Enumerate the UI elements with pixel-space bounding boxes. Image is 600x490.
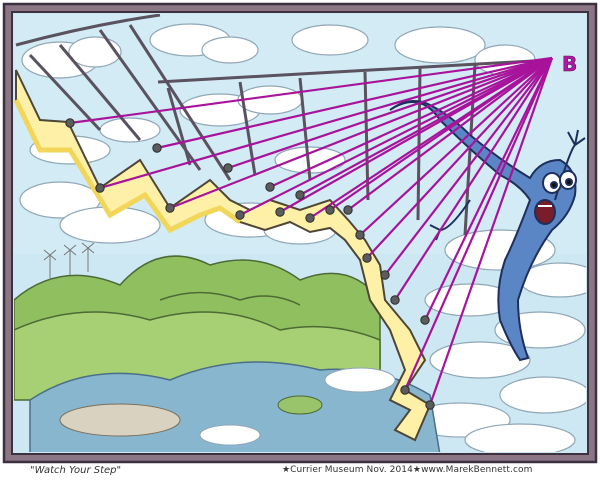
wind-turbines	[43, 242, 95, 280]
ray-line	[394, 57, 553, 301]
stair-point	[152, 143, 162, 153]
stair-point	[343, 205, 353, 215]
ray-line	[359, 57, 553, 236]
stair-point	[400, 385, 410, 395]
stair-point	[165, 203, 175, 213]
stair-point	[425, 400, 435, 410]
ray-line	[424, 57, 553, 321]
stair-point	[275, 207, 285, 217]
ray-line	[384, 57, 553, 276]
ray-line	[299, 57, 553, 196]
ray-line	[329, 57, 553, 211]
ray-line	[69, 56, 553, 125]
stair-point	[325, 205, 335, 215]
staircase	[14, 69, 432, 442]
ray-line	[99, 56, 553, 190]
ray-line	[347, 57, 553, 211]
ray-line	[269, 56, 553, 189]
stair-point	[235, 210, 245, 220]
stair-point	[380, 270, 390, 280]
ray-line	[428, 57, 554, 406]
stair-point	[265, 182, 275, 192]
stair-points	[65, 118, 435, 410]
stair-point	[95, 183, 105, 193]
ray-line	[227, 56, 553, 170]
ray-line	[366, 57, 553, 259]
stair-point	[355, 230, 365, 240]
falling-creature	[389, 100, 586, 362]
stair-point	[295, 190, 305, 200]
lake	[29, 361, 441, 452]
stair-point	[390, 295, 400, 305]
ray-line	[403, 57, 554, 391]
comic-title: "Watch Your Step"	[30, 465, 122, 476]
ray-line	[239, 57, 553, 216]
ray-line	[156, 56, 553, 150]
stair-point	[65, 118, 75, 128]
stair-point	[223, 163, 233, 173]
comic-credit: ★Currier Museum Nov. 2014★www.MarekBenne…	[282, 465, 533, 475]
magenta-rays	[69, 56, 554, 406]
stair-point	[420, 315, 430, 325]
stair-point	[362, 253, 372, 263]
stair-point	[305, 213, 315, 223]
ray-line	[169, 56, 553, 210]
point-b-label: B	[562, 52, 577, 76]
